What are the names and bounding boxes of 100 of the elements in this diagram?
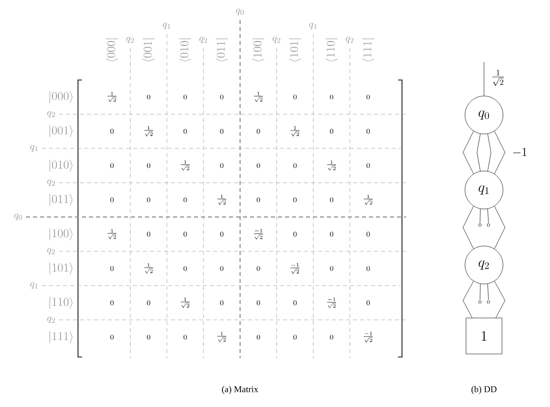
matrix-entry: $0$ — [146, 162, 152, 169]
matrix-entry: $0$ — [328, 230, 335, 238]
matrix-entry: $0$ — [182, 94, 188, 100]
qubit-label: $q_0$ — [234, 8, 246, 16]
row-label: $|100\rangle$ — [50, 228, 72, 240]
matrix-entry: $0$ — [328, 334, 335, 340]
matrix-entry: $\frac{1}{\sqrt{2}}$ — [142, 125, 156, 138]
matrix-entry: $\frac{1}{\sqrt{2}}$ — [142, 262, 156, 275]
column-label: $\langle 101|$ — [289, 38, 301, 62]
zero-stub: $0$ — [487, 223, 490, 227]
matrix-entry: $\frac{1}{\sqrt{2}}$ — [324, 160, 338, 172]
matrix-entry: $0$ — [218, 300, 225, 306]
qubit-label: $q_2$ — [271, 36, 282, 44]
row-label: $|111\rangle$ — [50, 331, 72, 344]
qubit-label: $q_2$ — [124, 36, 136, 44]
matrix-entry: $\frac{1}{\sqrt{2}}$ — [215, 331, 228, 344]
edge-line — [494, 130, 506, 174]
qubit-label: $q_1$ — [161, 22, 172, 30]
edge-line — [476, 134, 481, 172]
matrix-entry: $\frac{1}{\sqrt{2}}$ — [252, 90, 266, 104]
matrix-entry: $0$ — [109, 128, 115, 135]
matrix-entry: $0$ — [182, 196, 188, 204]
edge-line — [480, 284, 481, 300]
zero-stub: $0$ — [487, 300, 490, 304]
row-label: $|101\rangle$ — [50, 262, 72, 274]
matrix-entry: $0$ — [182, 128, 188, 135]
decision-node: $q_2$ — [464, 246, 504, 284]
matrix-entry: $0$ — [146, 334, 152, 340]
matrix-entry: $\frac{1}{\sqrt{2}}$ — [178, 296, 192, 309]
matrix-entry: $0$ — [365, 230, 372, 238]
caption: (a) Matrix — [222, 386, 258, 394]
matrix-entry: $0$ — [255, 162, 262, 169]
matrix-entry: $0$ — [218, 162, 225, 169]
matrix-entry: $0$ — [109, 196, 115, 204]
row-label: $|011\rangle$ — [50, 194, 72, 206]
qubit-label: $q_1$ — [30, 282, 38, 289]
matrix-entry: $0$ — [218, 265, 225, 272]
edge-label: $-1$ — [511, 147, 528, 158]
column-label: $\langle 011|$ — [216, 38, 228, 62]
matrix-entry: $0$ — [365, 265, 372, 272]
matrix-entry: $0$ — [292, 162, 298, 169]
matrix-entry: $0$ — [182, 230, 188, 238]
matrix-entry: $0$ — [146, 94, 152, 100]
matrix-entry: $0$ — [109, 300, 115, 306]
matrix-entry: $0$ — [146, 196, 152, 204]
matrix-entry: $0$ — [146, 300, 152, 306]
matrix-entry: $\frac{1}{\sqrt{2}}$ — [105, 228, 119, 240]
column-label: $\langle 111|$ — [362, 38, 374, 62]
decision-node: $q_0$ — [464, 96, 504, 134]
matrix-entry: $0$ — [365, 300, 372, 306]
matrix-entry: $0$ — [218, 230, 225, 238]
qubit-label: $q_2$ — [47, 110, 55, 118]
qubit-label: $q_2$ — [198, 36, 209, 44]
matrix-entry: $0$ — [182, 265, 188, 272]
row-label: $|001\rangle$ — [50, 125, 72, 138]
matrix-entry: $0$ — [292, 334, 298, 340]
column-label: $\langle 110|$ — [326, 38, 338, 62]
matrix-entry: $\frac{1}{\sqrt{2}}$ — [178, 160, 192, 172]
matrix-entry: $0$ — [146, 230, 152, 238]
decision-node: $q_1$ — [464, 170, 504, 210]
edge-line — [480, 208, 481, 223]
matrix-entry: $0$ — [365, 162, 372, 169]
column-label: $\langle 010|$ — [179, 38, 192, 62]
matrix-entry: $\frac{1}{\sqrt{2}}$ — [105, 90, 119, 104]
edge-line — [462, 130, 474, 174]
matrix-entry: $0$ — [328, 265, 335, 272]
qubit-label: $q_2$ — [344, 36, 356, 44]
matrix-entry: $0$ — [218, 94, 225, 100]
matrix-entry: $\frac{-1}{\sqrt{2}}$ — [252, 228, 266, 241]
matrix-entry: $0$ — [109, 265, 115, 272]
edge-line — [487, 134, 492, 172]
edge-line — [494, 280, 506, 318]
zero-stub: $0$ — [478, 300, 482, 304]
matrix-entry: $0$ — [255, 265, 262, 272]
matrix-entry: $0$ — [218, 128, 225, 135]
qubit-label: $q_2$ — [47, 180, 55, 186]
matrix-entry: $0$ — [292, 196, 298, 204]
matrix-entry: $0$ — [255, 128, 262, 135]
edge-line — [494, 206, 506, 250]
matrix-entry: $0$ — [292, 230, 298, 238]
matrix-entry: $0$ — [255, 196, 262, 204]
row-label: $|000\rangle$ — [50, 91, 72, 103]
matrix-entry: $\frac{1}{\sqrt{2}}$ — [288, 125, 302, 138]
matrix-entry: $0$ — [255, 300, 262, 306]
matrix-entry: $0$ — [328, 94, 335, 100]
qubit-label: $q_1$ — [308, 22, 319, 30]
edge-label: $\frac{1}{\sqrt{2}}$ — [490, 69, 506, 87]
row-label: $|110\rangle$ — [50, 296, 72, 309]
matrix-entry: $0$ — [292, 94, 298, 100]
edge-line — [462, 206, 474, 250]
matrix-entry: $0$ — [109, 162, 115, 169]
row-label: $|010\rangle$ — [50, 160, 72, 172]
edge-line — [487, 284, 489, 300]
terminal-box: $1$ — [466, 318, 502, 354]
edge-line — [487, 208, 489, 223]
column-label: $\langle 000|$ — [106, 38, 118, 62]
matrix-entry: $0$ — [365, 94, 372, 100]
qubit-label: $q_1$ — [30, 145, 38, 152]
qubit-label: $q_2$ — [47, 316, 55, 324]
matrix-entry: $0$ — [255, 334, 262, 340]
